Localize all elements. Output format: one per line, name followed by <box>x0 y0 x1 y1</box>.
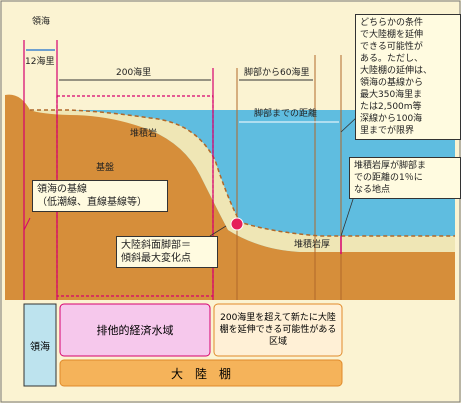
sixty-nm-label: 脚部から60海里 <box>244 66 309 78</box>
foot-connector <box>209 225 227 237</box>
continental-shelf-bar-label: 大 陸 棚 <box>170 366 231 381</box>
extended-bar <box>213 303 343 357</box>
foot-note: 大陸斜面脚部＝傾斜最大変化点 <box>116 236 218 268</box>
eez-bar-label: 排他的経済水域 <box>96 324 174 337</box>
distance-label: 脚部までの距離 <box>254 107 317 119</box>
eez-bar <box>59 303 211 357</box>
two-hundred-nm-label: 200海里 <box>116 66 151 78</box>
thickness-note: 堆積岩厚が脚部までの距離の1％になる地点 <box>349 157 461 199</box>
sediment-label: 堆積岩 <box>130 127 157 139</box>
baseline-note: 領海の基線（低潮線、直線基線等） <box>32 180 168 212</box>
continental-shelf-bar <box>59 359 343 387</box>
thickness-label: 堆積岩厚 <box>294 238 330 250</box>
seabed-line <box>30 109 455 237</box>
condition-connector <box>340 117 357 133</box>
twelve-nm-label: 12海里 <box>25 55 54 67</box>
territorial-sea-bar-label: 領海 <box>30 341 50 353</box>
condition-note: どちらかの条件で大陸棚を延伸できる可能性がある。ただし、大陸棚の延伸は、領海の基… <box>355 14 461 140</box>
baseline-connector <box>23 217 31 231</box>
basement-label: 基盤 <box>96 161 114 173</box>
extended-bar-label: 200海里を超えて新たに大陸棚を延伸できる可能性がある区域 <box>219 313 337 347</box>
territorial-sea-bar <box>23 303 57 387</box>
foot-point <box>230 217 244 231</box>
territorial-sea-label: 領海 <box>32 15 50 27</box>
